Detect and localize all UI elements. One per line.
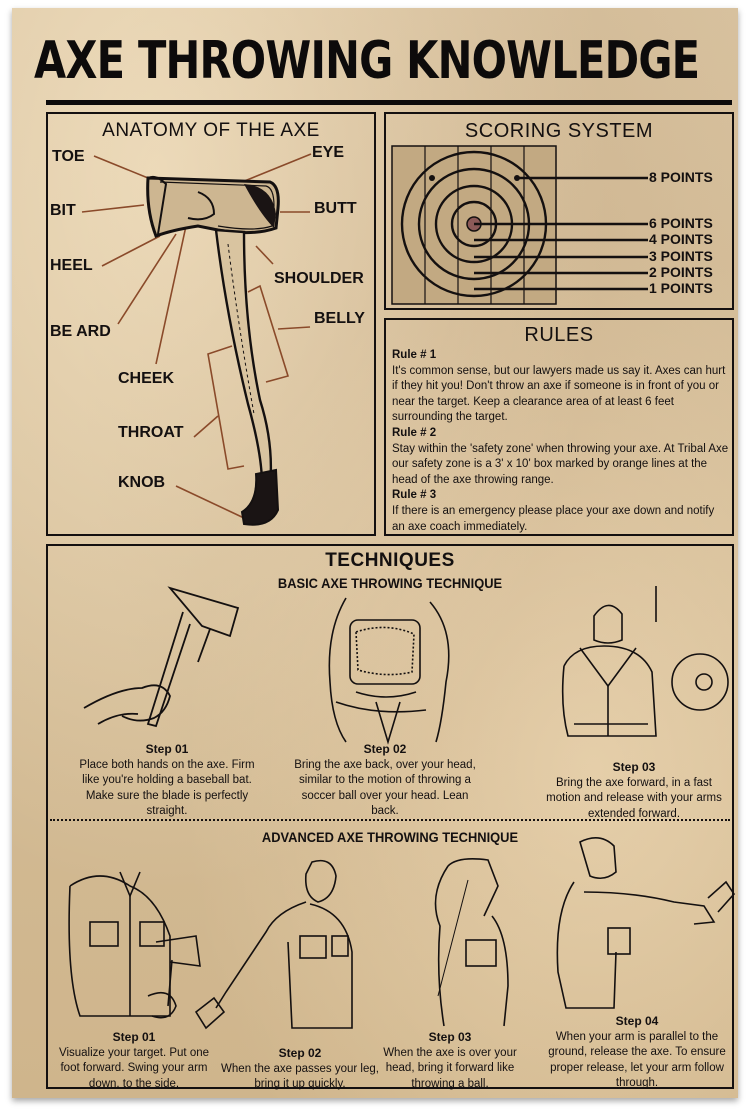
advanced-step-3-text: When the axe is over your head, bring it… [383,1046,517,1090]
advanced-step-3-title: Step 03 [428,1030,472,1044]
anatomy-panel: ANATOMY OF THE AXE [46,112,376,536]
rules-panel: RULES Rule # 1 It's common sense, but ou… [384,318,734,536]
advanced-step-2-text: When the axe passes your leg, bring it u… [221,1062,379,1091]
man-releasing-axe-icon [556,837,736,1009]
scoring-panel: SCORING SYSTEM [384,112,734,310]
score-8-points: 8 POINTS [649,169,713,185]
anatomy-heading: ANATOMY OF THE AXE [102,120,320,141]
advanced-step-1: Step 01 Visualize your target. Put one f… [48,1030,220,1092]
section-divider [50,819,730,821]
poster-title: AXE THROWING KNOWLEDGE [34,31,700,91]
score-4-points: 4 POINTS [649,231,713,247]
rule-1-title: Rule # 1 [392,349,437,361]
score-6-points: 6 POINTS [649,215,713,231]
basic-step-3: Step 03 Bring the axe forward, in a fast… [542,760,726,822]
title-divider [46,100,732,105]
basic-step-3-title: Step 03 [612,760,656,774]
poster: AXE THROWING KNOWLEDGE ANATOMY OF THE AX… [12,8,738,1098]
advanced-step-1-title: Step 01 [112,1030,156,1044]
score-2-points: 2 POINTS [649,264,713,280]
rule-3-text: If there is an emergency please place yo… [392,504,715,533]
rules-heading: RULES [524,324,594,346]
basic-step-2-title: Step 02 [363,742,407,756]
man-axe-behind-head-icon [434,858,509,1027]
label-butt: BUTT [314,200,357,217]
label-throat: THROAT [118,424,184,441]
advanced-step-2-title: Step 02 [278,1046,322,1060]
label-cheek: CHEEK [118,370,175,387]
rule-3-title: Rule # 3 [392,489,437,502]
basic-technique-heading: BASIC AXE THROWING TECHNIQUE [277,575,503,591]
rules-list: Rule # 1 It's common sense, but our lawy… [392,348,730,535]
man-holding-axe-side-icon [68,871,201,1019]
label-eye: EYE [312,144,345,161]
label-heel: HEEL [50,257,93,274]
rule-2-text: Stay within the 'safety zone' when throw… [392,442,729,486]
man-swinging-axe-low-icon [194,859,353,1030]
man-axe-overhead-icon [328,597,450,745]
axe-illustration-icon [81,153,312,526]
advanced-step-4: Step 04 When your arm is parallel to the… [540,1014,734,1092]
scoring-heading: SCORING SYSTEM [464,120,654,142]
score-1-points: 1 POINTS [649,280,713,296]
label-bit: BIT [50,202,76,219]
target-diagram-icon [391,145,648,305]
label-toe: TOE [52,148,85,165]
advanced-step-3: Step 03 When the axe is over your head, … [378,1030,522,1092]
score-3-points: 3 POINTS [649,248,713,264]
advanced-technique-heading: ADVANCED AXE THROWING TECHNIQUE [261,829,519,845]
label-belly: BELLY [314,310,365,327]
basic-step-2: Step 02 Bring the axe back, over your he… [294,742,476,820]
label-beard: BE ARD [50,323,111,340]
advanced-step-4-text: When your arm is parallel to the ground,… [548,1030,726,1090]
advanced-step-4-title: Step 04 [615,1014,659,1028]
rule-2-title: Rule # 2 [392,426,437,439]
label-knob: KNOB [118,474,166,491]
basic-step-1-title: Step 01 [145,742,189,756]
basic-step-3-text: Bring the axe forward, in a fast motion … [546,776,722,820]
basic-step-1-text: Place both hands on the axe. Firm like y… [79,758,255,818]
techniques-heading: TECHNIQUES [325,550,455,571]
basic-step-2-text: Bring the axe back, over your head, simi… [294,758,476,818]
advanced-step-2: Step 02 When the axe passes your leg, br… [220,1046,380,1093]
techniques-panel: TECHNIQUES BASIC AXE THROWING TECHNIQUE [46,544,736,1092]
label-shoulder: SHOULDER [274,270,364,287]
hand-holding-axe-icon [83,586,240,728]
man-throwing-back-view-icon [561,586,729,737]
advanced-step-1-text: Visualize your target. Put one foot forw… [58,1046,210,1090]
rule-1-text: It's common sense, but our lawyers made … [392,364,726,424]
basic-step-1: Step 01 Place both hands on the axe. Fir… [72,742,262,820]
